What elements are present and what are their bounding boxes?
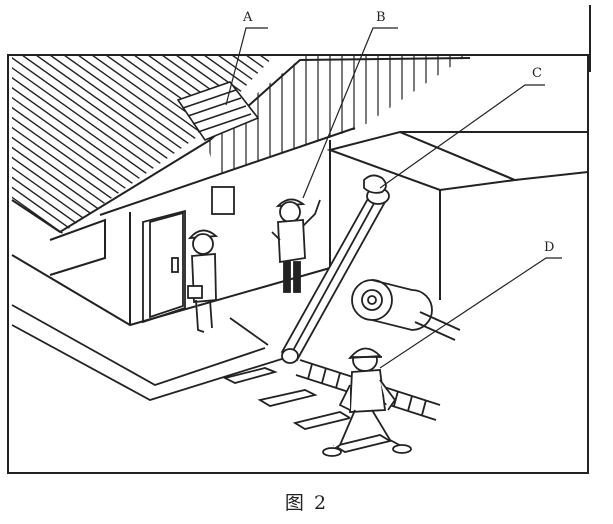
roof-hatch-line bbox=[161, 55, 275, 235]
roof-hatch-line bbox=[12, 55, 241, 235]
falling-roof-tiles bbox=[176, 81, 260, 141]
marker-b: B bbox=[376, 10, 386, 25]
marker-a: A bbox=[243, 10, 253, 25]
roof-hatch-line bbox=[105, 55, 275, 235]
roof-eave bbox=[99, 127, 356, 216]
roof-hatch-line bbox=[12, 55, 73, 235]
roof-hatch-line bbox=[12, 55, 129, 235]
picture-frame bbox=[7, 54, 589, 474]
roof-hatch-line bbox=[147, 55, 275, 235]
roof-hatch-line bbox=[12, 55, 87, 235]
worker-carrying-ladder bbox=[322, 347, 412, 457]
door bbox=[142, 209, 186, 324]
ground-walkway bbox=[11, 304, 286, 401]
crane-boom bbox=[280, 174, 390, 364]
roof-hatch-line bbox=[12, 55, 45, 235]
roof-hatch-line bbox=[0, 55, 2, 240]
marker-c: C bbox=[532, 66, 542, 81]
roof-hatch-line bbox=[12, 55, 157, 235]
cable-reel bbox=[351, 279, 461, 341]
roof-left-edge bbox=[11, 139, 211, 234]
roof-hatch-line bbox=[12, 55, 115, 235]
wall-window bbox=[211, 186, 235, 215]
leader-lines bbox=[225, 27, 562, 369]
marker-d: D bbox=[544, 240, 555, 255]
roof-hatch-line bbox=[12, 55, 143, 235]
truck-container bbox=[326, 130, 589, 300]
roof-hatch-line bbox=[12, 55, 101, 235]
figure-caption: 图 2 bbox=[284, 492, 329, 514]
roof-right-edge bbox=[209, 57, 471, 141]
worker-standing bbox=[187, 229, 219, 333]
worker-on-wall bbox=[271, 198, 321, 293]
